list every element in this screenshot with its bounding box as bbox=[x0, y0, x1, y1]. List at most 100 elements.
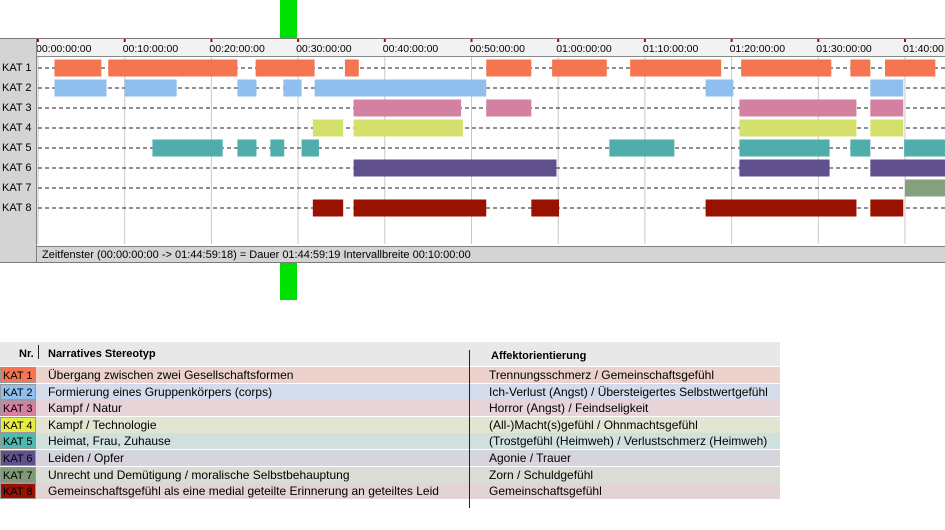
timeline-segment[interactable] bbox=[739, 159, 830, 177]
timeline-segment[interactable] bbox=[885, 59, 936, 77]
legend-row: KAT 2 Formierung eines Gruppenkörpers (co… bbox=[0, 383, 780, 400]
row-label: KAT 3 bbox=[2, 102, 32, 114]
timeline-segment[interactable] bbox=[283, 79, 302, 97]
tick-label: 00:50:00:00 bbox=[470, 43, 526, 55]
tick-label: 01:00:00:00 bbox=[556, 43, 612, 55]
tick-label: 00:00:00:00 bbox=[36, 43, 92, 55]
playhead-marker-bottom[interactable] bbox=[280, 263, 297, 300]
tick-label: 01:40:00 bbox=[903, 43, 944, 55]
tick-label: 00:20:00:00 bbox=[209, 43, 265, 55]
stereotype-text: Leiden / Opfer bbox=[48, 451, 125, 465]
category-chip: KAT 4 bbox=[0, 416, 36, 433]
row-label-column: KAT 1 KAT 2 KAT 3 KAT 4 KAT 5 KAT 6 KAT 7 KAT 8 bbox=[0, 39, 37, 262]
stereotype-text: Gemeinschaftsgefühl als eine medial gete… bbox=[48, 484, 439, 499]
timeline-segment[interactable] bbox=[739, 139, 830, 157]
legend-row: KAT 3 Kampf / Natur Horror (Angst) / Feind… bbox=[0, 400, 780, 417]
playhead-marker-top[interactable] bbox=[280, 0, 297, 38]
category-chip: KAT 1 bbox=[0, 367, 36, 383]
affect-text: Gemeinschaftsgefühl bbox=[489, 484, 602, 499]
status-bar: Zeitfenster (00:00:00:00 -> 01:44:59:18)… bbox=[37, 246, 945, 262]
time-ruler[interactable] bbox=[0, 39, 945, 56]
category-chip: KAT 3 bbox=[0, 400, 36, 417]
timeline-segment[interactable] bbox=[850, 59, 871, 77]
timeline-segment[interactable] bbox=[870, 99, 904, 117]
timeline-segment[interactable] bbox=[870, 79, 904, 97]
tick-mark bbox=[817, 39, 820, 42]
legend-header: Nr. Narratives Stereotyp Affektorientier… bbox=[0, 342, 780, 366]
timeline-segment[interactable] bbox=[237, 139, 257, 157]
legend-header-separator bbox=[38, 345, 39, 359]
timeline-segment[interactable] bbox=[353, 199, 487, 217]
timeline-segment[interactable] bbox=[609, 139, 675, 157]
timeline-segment[interactable] bbox=[870, 159, 945, 177]
timeline-segment[interactable] bbox=[630, 59, 722, 77]
row-label: KAT 2 bbox=[2, 82, 32, 94]
timeline-segment[interactable] bbox=[301, 139, 319, 157]
row-label: KAT 8 bbox=[2, 202, 32, 214]
tick-mark bbox=[643, 39, 646, 42]
timeline-segment[interactable] bbox=[739, 99, 857, 117]
tick-mark bbox=[904, 39, 906, 42]
timeline-segment[interactable] bbox=[905, 179, 945, 197]
row-label: KAT 5 bbox=[2, 142, 32, 154]
timeline-segment[interactable] bbox=[870, 119, 904, 137]
timeline-segment[interactable] bbox=[904, 139, 945, 157]
stereotype-text: Formierung eines Gruppenkörpers (corps) bbox=[48, 384, 273, 399]
legend-row: KAT 5 Heimat, Frau, Zuhause (Trostgefühl (… bbox=[0, 433, 780, 450]
tick-mark bbox=[210, 39, 213, 42]
timeline-segment[interactable] bbox=[108, 59, 238, 77]
stereotype-text: Heimat, Frau, Zuhause bbox=[48, 434, 171, 449]
tick-mark bbox=[123, 39, 126, 42]
timeline-segment[interactable] bbox=[152, 139, 223, 157]
legend-column-divider bbox=[469, 350, 470, 508]
timeline-segment[interactable] bbox=[312, 199, 344, 217]
tick-mark bbox=[383, 39, 386, 42]
timeline-segment[interactable] bbox=[486, 59, 532, 77]
row-label: KAT 1 bbox=[2, 62, 32, 74]
row-label: KAT 7 bbox=[2, 182, 32, 194]
affect-text: (All-)Macht(s)gefühl / Ohnmachtsgefühl bbox=[489, 417, 698, 432]
affect-text: (Trostgefühl (Heimweh) / Verlustschmerz … bbox=[489, 434, 768, 449]
timeline-segment[interactable] bbox=[353, 159, 557, 177]
affect-text: Ich-Verlust (Angst) / Übersteigertes Sel… bbox=[489, 384, 768, 399]
legend-header-nr: Nr. bbox=[19, 348, 34, 360]
timeline-segment[interactable] bbox=[739, 119, 857, 137]
timeline-segment[interactable] bbox=[353, 119, 463, 137]
timeline-segment[interactable] bbox=[705, 79, 734, 97]
timeline-segment[interactable] bbox=[237, 79, 257, 97]
affect-text: Agonie / Trauer bbox=[489, 451, 572, 465]
timeline-segment[interactable] bbox=[353, 99, 462, 117]
timeline-segment[interactable] bbox=[870, 199, 904, 217]
timeline-segment[interactable] bbox=[312, 119, 344, 137]
row-label: KAT 4 bbox=[2, 122, 32, 134]
timeline-segment[interactable] bbox=[705, 199, 857, 217]
stereotype-text: Kampf / Natur bbox=[48, 401, 123, 416]
affect-text: Horror (Angst) / Feindseligkeit bbox=[489, 401, 649, 416]
tick-label: 00:10:00:00 bbox=[123, 43, 179, 55]
timeline-segment[interactable] bbox=[270, 139, 285, 157]
timeline-segment[interactable] bbox=[344, 59, 359, 77]
row-label: KAT 6 bbox=[2, 162, 32, 174]
timeline-segment[interactable] bbox=[255, 59, 315, 77]
timeline-segment[interactable] bbox=[54, 79, 107, 97]
category-chip: KAT 7 bbox=[0, 466, 36, 483]
tick-label: 01:30:00:00 bbox=[816, 43, 872, 55]
category-chip: KAT 5 bbox=[0, 433, 36, 450]
timeline-segment[interactable] bbox=[124, 79, 177, 97]
affect-text: Trennungsschmerz / Gemeinschaftsgefühl bbox=[489, 368, 714, 382]
timeline-segment[interactable] bbox=[54, 59, 102, 77]
tick-mark bbox=[730, 39, 733, 42]
timeline-segment[interactable] bbox=[531, 199, 560, 217]
affect-text: Zorn / Schuldgefühl bbox=[489, 467, 594, 482]
timeline-segment[interactable] bbox=[741, 59, 832, 77]
timeline-segment[interactable] bbox=[552, 59, 607, 77]
timeline-segment[interactable] bbox=[314, 79, 487, 97]
timeline-segment[interactable] bbox=[850, 139, 871, 157]
timeline-segment[interactable] bbox=[486, 99, 532, 117]
category-chip: KAT 2 bbox=[0, 383, 36, 400]
